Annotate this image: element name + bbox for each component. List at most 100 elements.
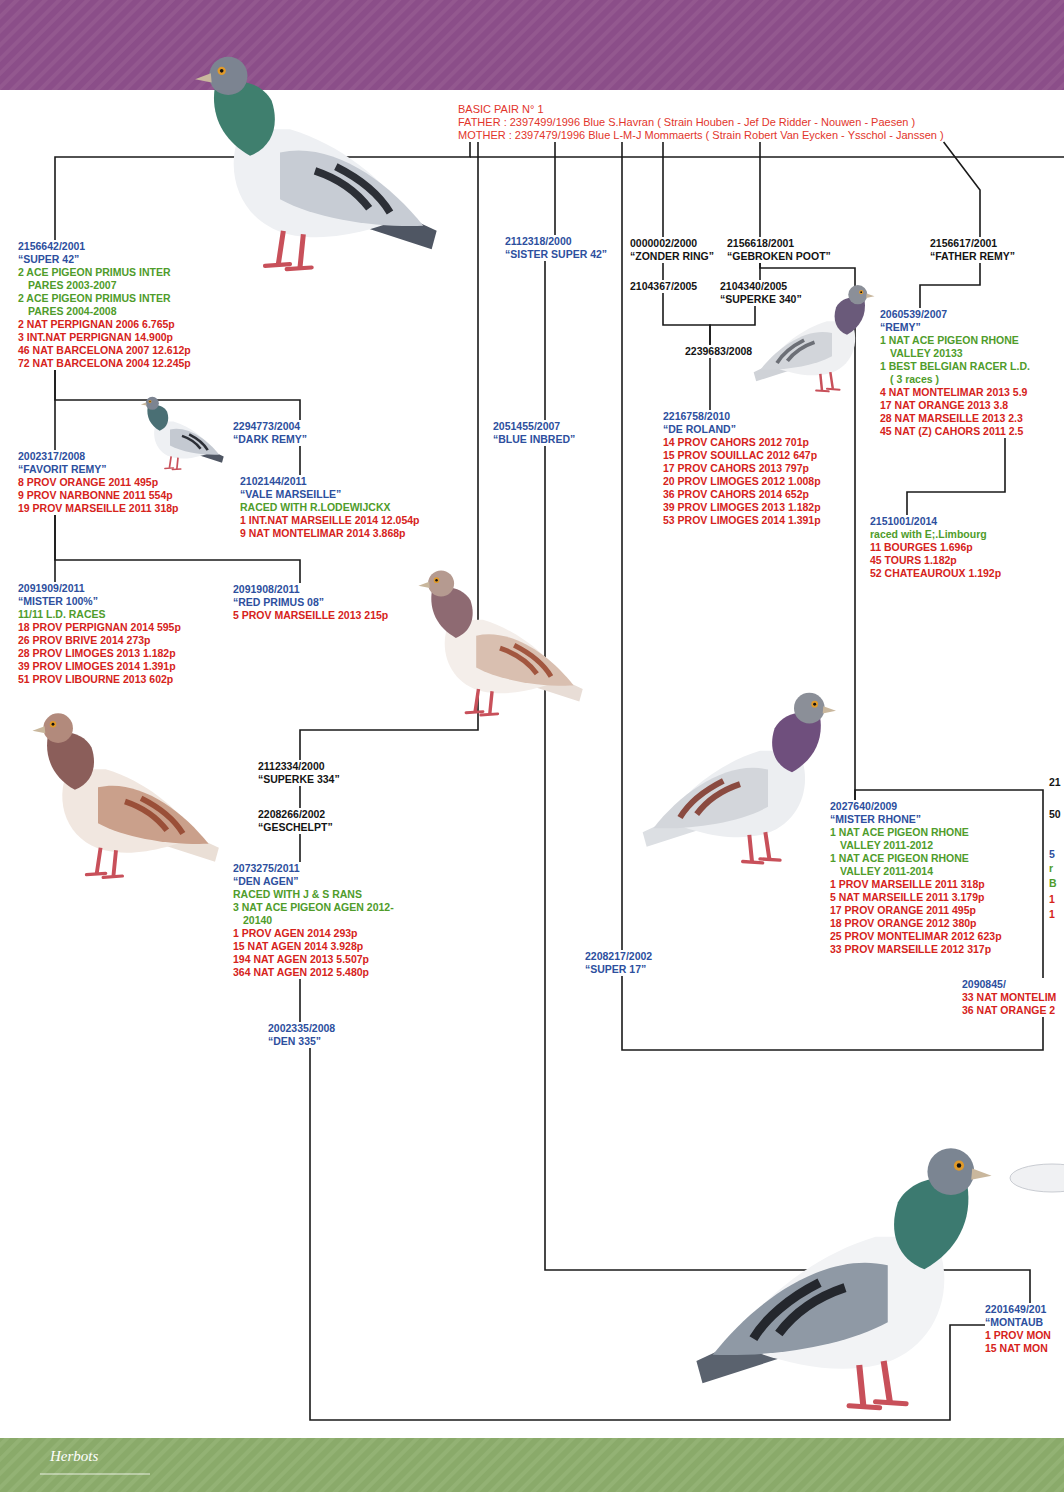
race-result: 52 CHATEAUROUX 1.192p bbox=[870, 567, 1001, 580]
honour-text: 2 ACE PIGEON PRIMUS INTER PARES 2003-200… bbox=[18, 266, 203, 292]
ring-or-name: 2060539/2007 bbox=[880, 308, 1030, 321]
pedigree-entry: 2216758/2010“DE ROLAND”14 PROV CAHORS 20… bbox=[663, 410, 821, 527]
race-result: 15 NAT AGEN 2014 3.928p bbox=[233, 940, 398, 953]
pedigree-line bbox=[944, 142, 980, 237]
ring-or-name: “FATHER REMY” bbox=[930, 250, 1015, 263]
cut-off-text: r bbox=[1049, 862, 1053, 875]
pair-text: MOTHER : 2397479/1996 Blue L-M-J Mommaer… bbox=[458, 129, 944, 142]
ring-or-name: 2112318/2000 bbox=[505, 235, 607, 248]
cut-off-text: 1 bbox=[1049, 893, 1055, 906]
race-result: 3 INT.NAT PERPIGNAN 14.900p bbox=[18, 331, 203, 344]
ring-or-name: “DE ROLAND” bbox=[663, 423, 821, 436]
ring-or-name: 2091908/2011 bbox=[233, 583, 388, 596]
pigeon-photo bbox=[1010, 1164, 1064, 1192]
honour-text: 1 NAT ACE PIGEON RHONE VALLEY 20133 bbox=[880, 334, 1030, 360]
logo-rule bbox=[40, 1474, 150, 1475]
ring-or-name: 2216758/2010 bbox=[663, 410, 821, 423]
pedigree-entry: 2051455/2007“BLUE INBRED” bbox=[493, 420, 575, 446]
pedigree-line bbox=[710, 306, 755, 345]
cut-off-text: B bbox=[1049, 877, 1057, 890]
race-result: 36 PROV CAHORS 2014 652p bbox=[663, 488, 821, 501]
pigeon-photo bbox=[643, 693, 836, 863]
ring-or-name: 2156618/2001 bbox=[727, 237, 831, 250]
pedigree-entry: 2112334/2000“SUPERKE 334” bbox=[258, 760, 340, 786]
ring-or-name: 2002317/2008 bbox=[18, 450, 178, 463]
ring-or-name: “DARK REMY” bbox=[233, 433, 307, 446]
honour-text: 3 NAT ACE PIGEON AGEN 2012-20140 bbox=[233, 901, 398, 927]
pedigree-entry: BASIC PAIR N° 1FATHER : 2397499/1996 Blu… bbox=[458, 103, 944, 142]
pedigree-line bbox=[470, 156, 1064, 158]
ring-or-name: 2002335/2008 bbox=[268, 1022, 335, 1035]
ring-or-name: “ZONDER RING” bbox=[630, 250, 714, 263]
pedigree-entry: 2090845/33 NAT MONTELIM36 NAT ORANGE 2 bbox=[962, 978, 1056, 1017]
race-result: 26 PROV BRIVE 2014 273p bbox=[18, 634, 181, 647]
race-result: 1 PROV MON bbox=[985, 1329, 1051, 1342]
pigeon-photo bbox=[32, 713, 218, 877]
pedigree-line bbox=[299, 834, 301, 862]
pedigree-entry: 2156642/2001“SUPER 42”2 ACE PIGEON PRIMU… bbox=[18, 240, 203, 370]
pedigree-entry: 2294773/2004“DARK REMY” bbox=[233, 420, 307, 446]
pedigree-line bbox=[299, 786, 301, 808]
ring-or-name: “SUPERKE 340” bbox=[720, 293, 802, 306]
ring-or-name: “GEBROKEN POOT” bbox=[727, 250, 831, 263]
race-result: 51 PROV LIBOURNE 2013 602p bbox=[18, 673, 181, 686]
race-result: 1 PROV MARSEILLE 2011 318p bbox=[830, 878, 1002, 891]
honour-text: 11/11 L.D. RACES bbox=[18, 608, 181, 621]
ring-or-name: 2104367/2005 bbox=[630, 280, 697, 293]
pedigree-entry: 2073275/2011“DEN AGEN”RACED WITH J & S R… bbox=[233, 862, 398, 979]
pigeon-photo bbox=[141, 397, 224, 470]
cut-off-text: 1 bbox=[1049, 908, 1055, 921]
race-result: 46 NAT BARCELONA 2007 12.612p bbox=[18, 344, 203, 357]
race-result: 18 PROV ORANGE 2012 380p bbox=[830, 917, 1002, 930]
honour-text: 1 NAT ACE PIGEON RHONE VALLEY 2011-2012 bbox=[830, 826, 995, 852]
pedigree-line bbox=[544, 261, 546, 420]
race-result: 4 NAT MONTELIMAR 2013 5.9 bbox=[880, 386, 1030, 399]
race-result: 17 PROV CAHORS 2013 797p bbox=[663, 462, 821, 475]
race-result: 194 NAT AGEN 2013 5.507p bbox=[233, 953, 398, 966]
ring-or-name: 2156617/2001 bbox=[930, 237, 1015, 250]
pedigree-entry: 2102144/2011“VALE MARSEILLE”RACED WITH R… bbox=[240, 475, 420, 540]
ring-or-name: “MONTAUB bbox=[985, 1316, 1051, 1329]
race-result: 25 PROV MONTELIMAR 2012 623p bbox=[830, 930, 1002, 943]
cut-off-text: 50 bbox=[1049, 808, 1061, 821]
pedigree-entry: 2091909/2011“MISTER 100%”11/11 L.D. RACE… bbox=[18, 582, 181, 686]
pedigree-line bbox=[663, 293, 710, 345]
race-result: 364 NAT AGEN 2012 5.480p bbox=[233, 966, 398, 979]
cut-off-text: 5 bbox=[1049, 848, 1055, 861]
pedigree-entry: 2002317/2008“FAVORIT REMY”8 PROV ORANGE … bbox=[18, 450, 178, 515]
pigeon-photo bbox=[696, 1148, 991, 1408]
race-result: 36 NAT ORANGE 2 bbox=[962, 1004, 1056, 1017]
pigeon-photo bbox=[418, 571, 582, 716]
race-result: 11 BOURGES 1.696p bbox=[870, 541, 1001, 554]
ring-or-name: 2151001/2014 bbox=[870, 515, 1001, 528]
ring-or-name: “VALE MARSEILLE” bbox=[240, 488, 420, 501]
ring-or-name: 2208217/2002 bbox=[585, 950, 652, 963]
race-result: 15 NAT MON bbox=[985, 1342, 1051, 1355]
pair-text: FATHER : 2397499/1996 Blue S.Havran ( St… bbox=[458, 116, 944, 129]
pedigree-line bbox=[759, 142, 761, 237]
ring-or-name: “SISTER SUPER 42” bbox=[505, 248, 607, 261]
ring-or-name: 2294773/2004 bbox=[233, 420, 307, 433]
race-result: 1 INT.NAT MARSEILLE 2014 12.054p bbox=[240, 514, 420, 527]
ring-or-name: 2239683/2008 bbox=[685, 345, 752, 358]
pedigree-entry: 2239683/2008 bbox=[685, 345, 752, 358]
footer-band bbox=[0, 1438, 1064, 1492]
honour-text: 1 BEST BELGIAN RACER L.D. ( 3 races ) bbox=[880, 360, 1030, 386]
ring-or-name: “BLUE INBRED” bbox=[493, 433, 575, 446]
race-result: 9 NAT MONTELIMAR 2014 3.868p bbox=[240, 527, 420, 540]
ring-or-name: 2073275/2011 bbox=[233, 862, 398, 875]
race-result: 9 PROV NARBONNE 2011 554p bbox=[18, 489, 178, 502]
pedigree-entry: 2156617/2001“FATHER REMY” bbox=[930, 237, 1015, 263]
ring-or-name: 2112334/2000 bbox=[258, 760, 340, 773]
race-result: 45 NAT (Z) CAHORS 2011 2.5 bbox=[880, 425, 1030, 438]
ring-or-name: 2208266/2002 bbox=[258, 808, 333, 821]
race-result: 28 PROV LIMOGES 2013 1.182p bbox=[18, 647, 181, 660]
pedigree-entry: 2027640/2009“MISTER RHONE”1 NAT ACE PIGE… bbox=[830, 800, 1002, 956]
pedigree-line bbox=[920, 263, 980, 308]
race-result: 39 PROV LIMOGES 2014 1.391p bbox=[18, 660, 181, 673]
race-result: 72 NAT BARCELONA 2004 12.245p bbox=[18, 357, 203, 370]
race-result: 17 PROV ORANGE 2011 495p bbox=[830, 904, 1002, 917]
pedigree-entry: 2201649/201“MONTAUB1 PROV MON15 NAT MON bbox=[985, 1303, 1051, 1355]
ring-or-name: “FAVORIT REMY” bbox=[18, 463, 178, 476]
logo-text: Herbots bbox=[50, 1448, 98, 1465]
